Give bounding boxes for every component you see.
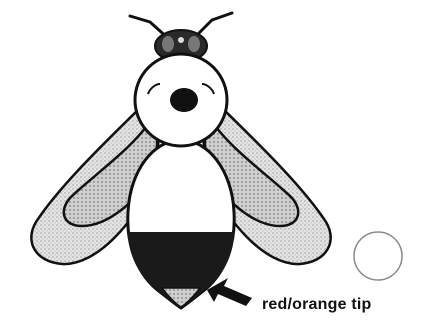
faint-circle	[354, 232, 402, 280]
abdomen	[128, 140, 234, 308]
thorax	[135, 54, 227, 146]
callout-label: red/orange tip	[262, 296, 371, 314]
thorax-spot	[170, 88, 198, 112]
